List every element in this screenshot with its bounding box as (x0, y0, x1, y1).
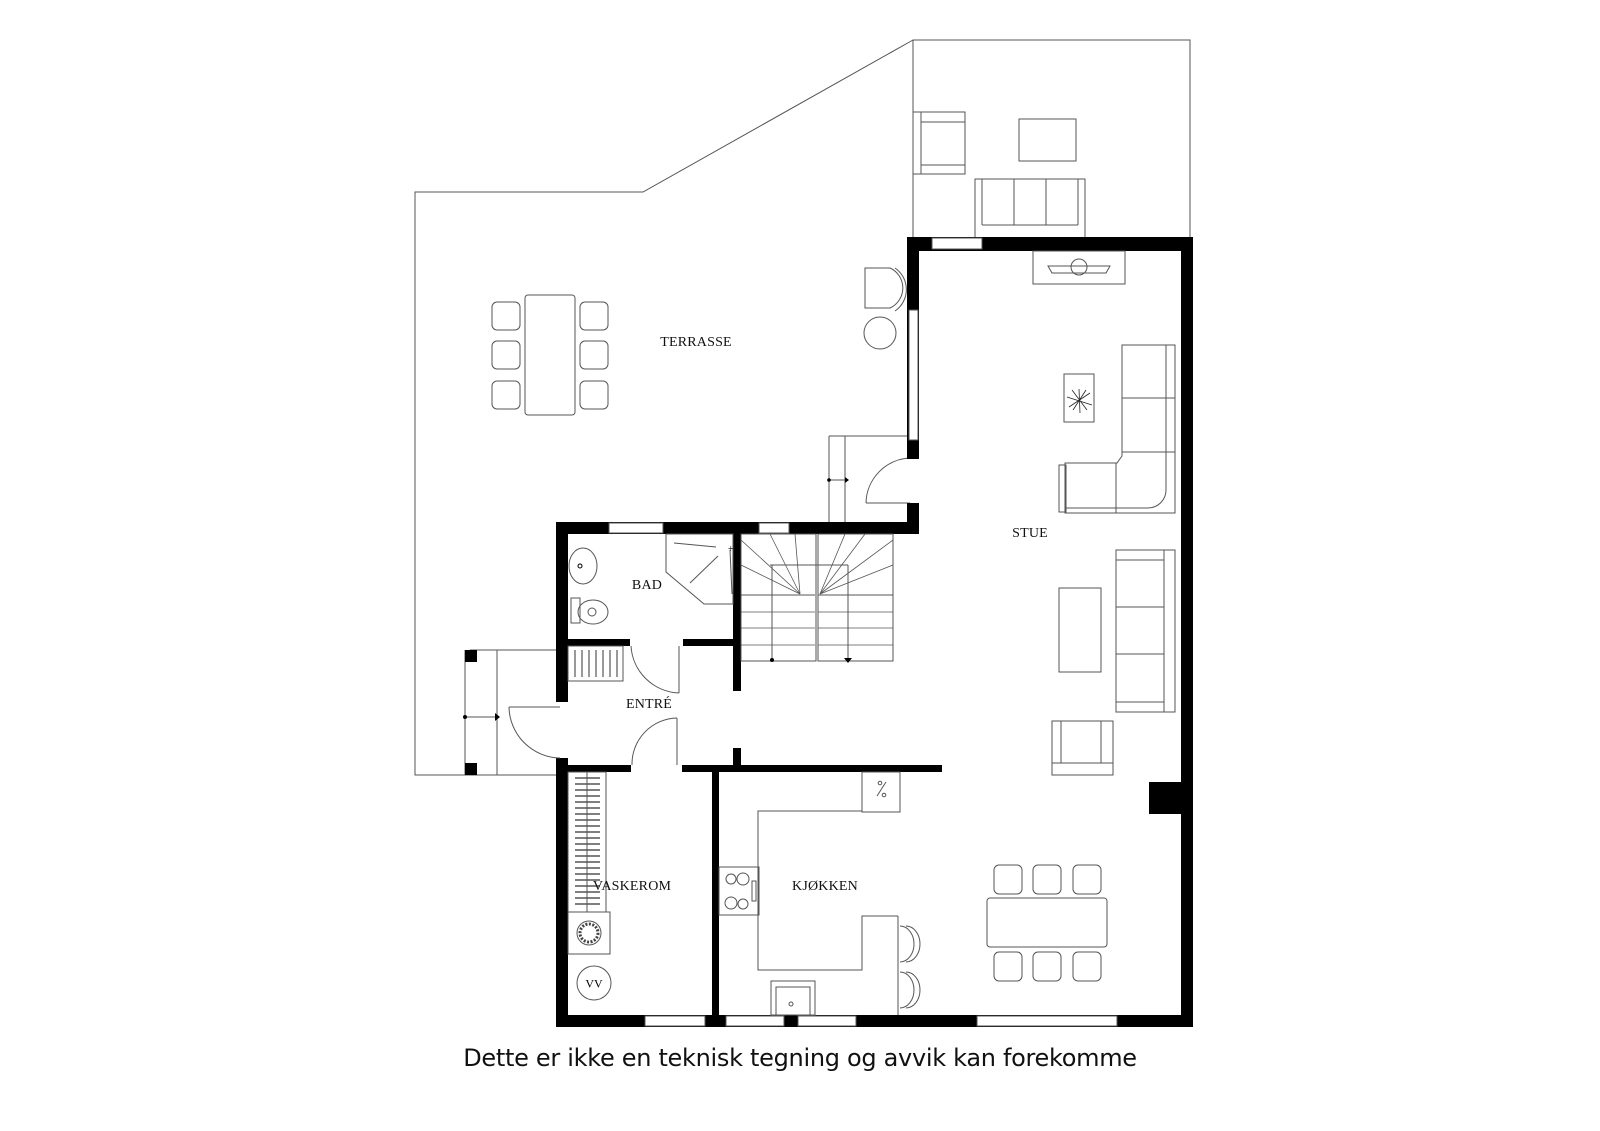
room-label-entre: ENTRÉ (625, 697, 673, 712)
terrace-outline (414, 39, 1191, 776)
living-room-furniture (1032, 250, 1176, 776)
room-label-vaskerom: VASKEROM (592, 879, 672, 894)
windows (608, 237, 1118, 1027)
disclaimer-text: Dette er ikke en teknisk tegning og avvi… (463, 1044, 1137, 1072)
water-heater-label: VV (585, 976, 603, 991)
staircase (740, 533, 894, 663)
svg-text:+: + (728, 544, 734, 555)
room-label-bad: BAD (631, 578, 663, 593)
entry-details (508, 645, 680, 766)
dining-set (986, 864, 1108, 982)
room-label-kjokken: KJØKKEN (792, 879, 858, 894)
kitchen-counters (718, 771, 921, 1016)
bathroom-fixtures: + (568, 533, 734, 625)
terrace-door-step (827, 435, 913, 523)
laundry-fixtures (567, 771, 612, 1001)
room-label-stue: STUE (1012, 526, 1048, 541)
terrace-lounge-furniture (912, 111, 1086, 242)
walls (556, 237, 1193, 1027)
room-label-terrasse: TERRASSE (660, 335, 732, 350)
terrace-dining-set (491, 267, 907, 416)
